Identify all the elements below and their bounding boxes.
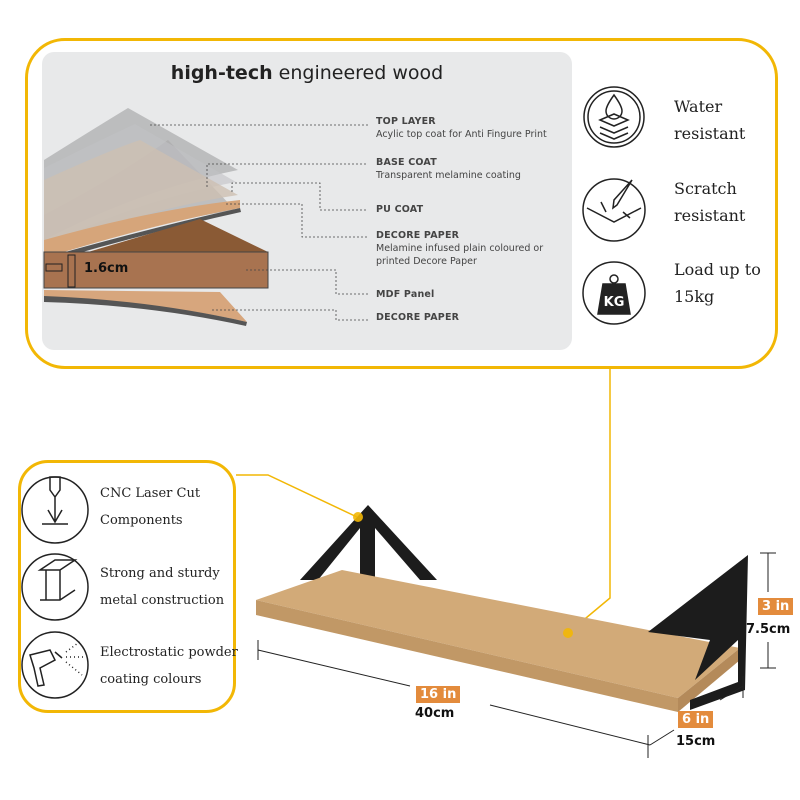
shelf-illustration bbox=[256, 505, 748, 712]
kg-label: KG bbox=[604, 295, 625, 310]
wood-info-frame bbox=[25, 38, 778, 369]
depth-in-badge: 6 in bbox=[678, 711, 714, 728]
load-weight-icon bbox=[582, 261, 646, 325]
metal-info-frame bbox=[18, 460, 236, 713]
connector-line-bracket bbox=[236, 474, 358, 518]
water-resistant-icon bbox=[583, 86, 645, 148]
spray-gun-icon bbox=[21, 631, 89, 699]
length-cm: 40cm bbox=[415, 706, 455, 721]
layer-decore-paper-bottom: DECORE PAPER bbox=[376, 312, 460, 323]
height-cm: 7.5cm bbox=[746, 622, 791, 637]
layers-diagram bbox=[43, 108, 368, 326]
depth-cm: 15cm bbox=[676, 734, 716, 749]
thickness-label: 1.6cm bbox=[84, 261, 129, 276]
layer-pu-coat: PU COAT bbox=[376, 204, 424, 215]
panel-title: high-tech engineered wood bbox=[170, 62, 444, 84]
length-in-badge: 16 in bbox=[416, 686, 461, 703]
connector-line-wood bbox=[567, 368, 611, 634]
i-beam-icon bbox=[21, 553, 89, 621]
height-in-badge: 3 in bbox=[758, 598, 794, 615]
scratch-resistant-icon bbox=[582, 178, 646, 242]
layer-mdf: MDF Panel bbox=[376, 289, 435, 300]
